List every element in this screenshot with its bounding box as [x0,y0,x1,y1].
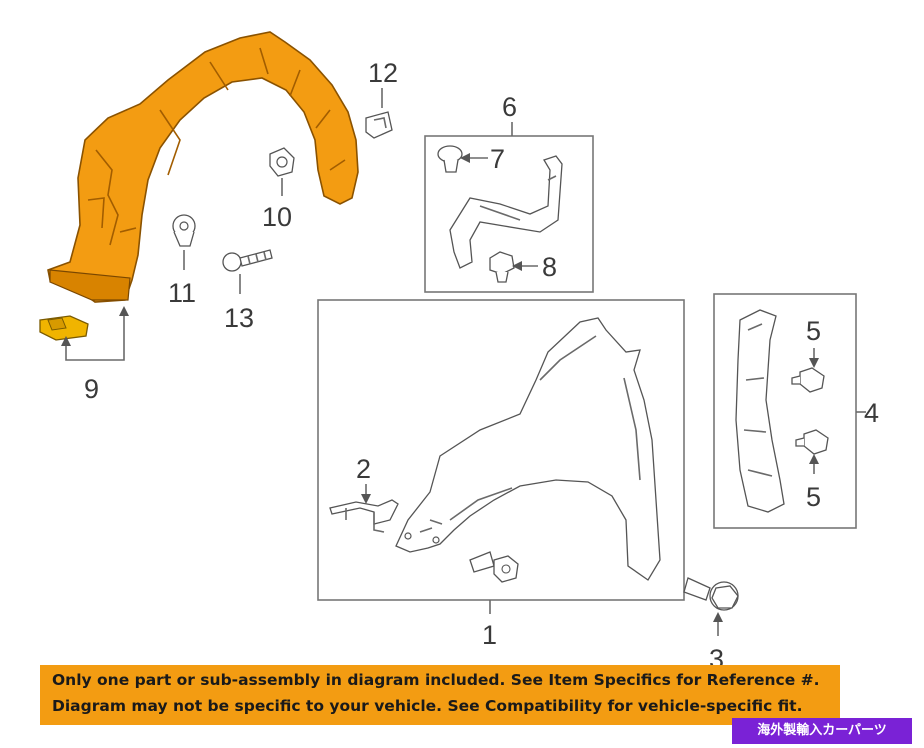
arrow-5a [809,358,819,368]
callout-12: 12 [368,58,398,88]
arrow-5b [809,454,819,464]
callout-9: 9 [84,374,99,404]
bracket-part-6[interactable] [449,155,563,269]
fender-liner-part-9[interactable] [47,31,359,303]
clip-part-12[interactable] [365,111,393,139]
bolt-part-3[interactable] [683,577,739,611]
assembly-box-1 [317,299,685,601]
disclaimer-line-1: Only one part or sub-assembly in diagram… [52,671,820,689]
arrow-7 [460,153,470,163]
clip-part-5-lower[interactable] [795,429,829,455]
callout-6: 6 [502,92,517,122]
bolt-part-13[interactable] [222,249,273,272]
seller-tag: 海外製輸入カーパーツ [732,718,912,744]
seal-part-4[interactable] [735,309,785,513]
assembly-box-6 [424,135,594,293]
arrow-9b [119,306,129,316]
arrow-3 [713,612,723,622]
callout-13: 13 [224,303,254,333]
callout-4: 4 [864,398,879,428]
disclaimer-line-2: Diagram may not be specific to your vehi… [52,697,803,715]
arrow-8 [512,261,522,271]
callout-8: 8 [542,252,557,282]
callout-10: 10 [262,202,292,232]
callout-1: 1 [482,620,497,650]
leader-9 [65,312,125,361]
bracket-part-2[interactable] [329,499,399,533]
callout-2: 2 [356,454,371,484]
callout-7: 7 [490,144,505,174]
clip-part-5-upper[interactable] [791,367,825,393]
assembly-box-4 [713,293,857,529]
arrow-2 [361,494,371,504]
callout-5-upper: 5 [806,316,821,346]
clip-part-7[interactable] [437,145,463,173]
arrow-9a [61,336,71,346]
bolt-part-1-inside[interactable] [469,551,519,583]
clip-part-8[interactable] [489,251,515,283]
nut-part-10[interactable] [269,147,295,177]
callout-5-lower: 5 [806,482,821,512]
disclaimer-banner: Only one part or sub-assembly in diagram… [40,665,840,725]
callout-11: 11 [168,278,196,308]
clip-part-9[interactable] [39,315,89,341]
fender-part-1[interactable] [395,317,661,581]
grommet-part-11[interactable] [172,214,196,247]
